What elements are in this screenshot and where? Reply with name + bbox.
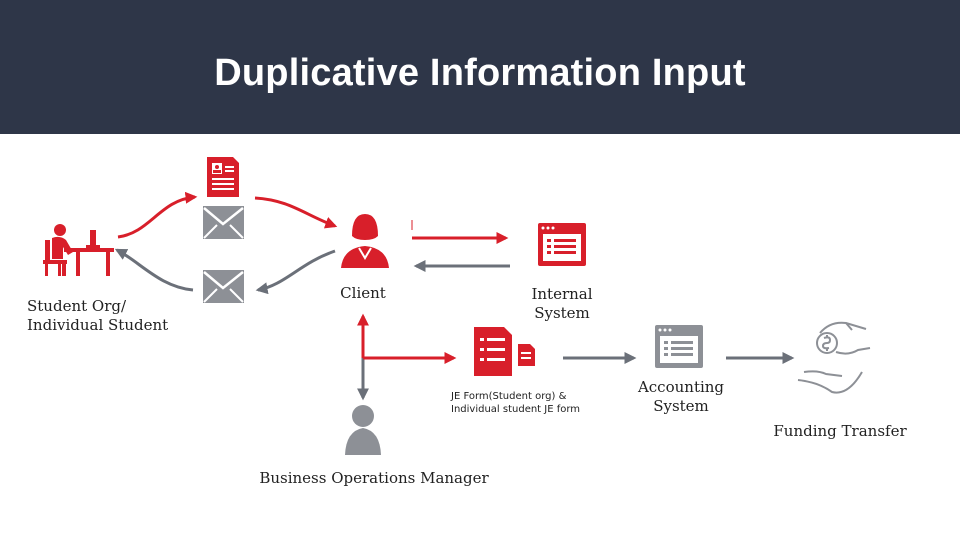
bom-label: Business Operations Manager xyxy=(259,469,489,487)
flow-arrow xyxy=(114,248,194,292)
header-bar: Duplicative Information Input xyxy=(0,0,960,134)
internal-system-label: Internal System xyxy=(510,285,614,323)
student-label: Student Org/ Individual Student xyxy=(27,297,168,335)
accounting-system-label: Accounting System xyxy=(625,378,737,416)
je-label-line2: Individual student JE form xyxy=(451,404,581,415)
browser-window-icon xyxy=(538,223,586,266)
accounting-label-line2: System xyxy=(653,397,709,415)
je-label-line1: JE Form(Student org) & xyxy=(451,391,567,402)
student-label-line1: Student Org/ xyxy=(27,297,127,315)
je-form-icon xyxy=(474,327,535,376)
person-icon xyxy=(345,405,381,455)
browser-window-icon xyxy=(655,325,703,368)
funding-transfer-label: Funding Transfer xyxy=(773,422,907,440)
page-title: Duplicative Information Input xyxy=(214,52,746,94)
internal-label-line1: Internal xyxy=(531,285,593,303)
student-at-desk-icon xyxy=(43,224,114,276)
client-woman-icon xyxy=(341,214,389,268)
envelope-icon xyxy=(203,206,244,239)
document-icon xyxy=(207,157,239,197)
student-label-line2: Individual Student xyxy=(27,316,169,334)
flow-arrow xyxy=(255,249,336,295)
je-form-label: JE Form(Student org) & Individual studen… xyxy=(451,390,580,416)
accounting-label-line1: Accounting xyxy=(637,378,725,396)
internal-label-line2: System xyxy=(534,304,590,322)
client-label: Client xyxy=(340,284,386,302)
flow-arrow xyxy=(117,191,198,239)
money-hands-icon xyxy=(797,321,871,394)
envelope-icon xyxy=(203,270,244,303)
flow-arrow xyxy=(254,196,338,229)
